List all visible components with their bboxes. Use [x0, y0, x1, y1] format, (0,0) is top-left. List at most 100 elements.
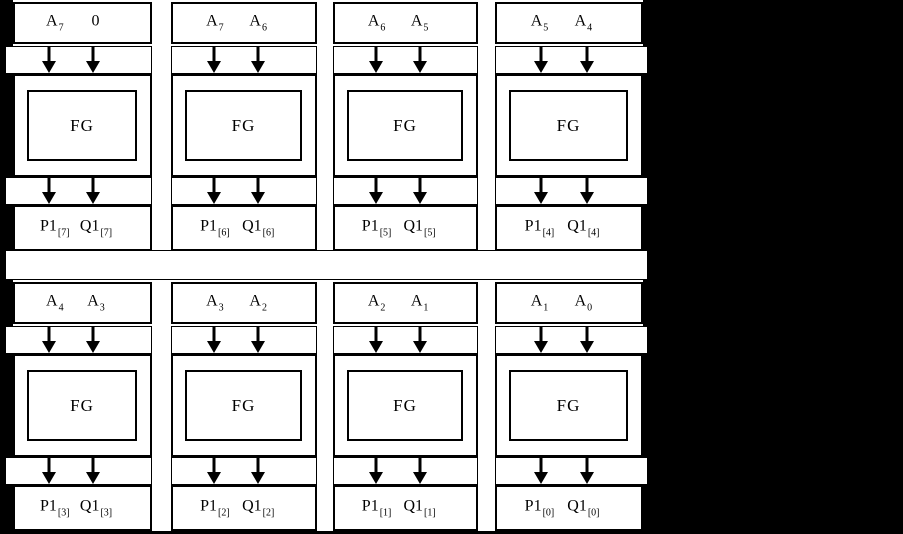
- fg-gate-cell: A1 A0 FG P1[0] Q1[0]: [495, 280, 648, 531]
- arrow-band: [333, 326, 478, 354]
- fg-gate-inner-box: FG: [27, 370, 137, 441]
- down-arrow-icon: [369, 178, 384, 204]
- down-arrow-icon: [369, 47, 384, 73]
- output-signal-label: Q1[3]: [79, 497, 113, 519]
- input-signal-label: A2: [249, 292, 267, 314]
- fg-gate-cell: A3 A2 FG P1[2] Q1[2]: [171, 280, 317, 531]
- down-arrow-icon: [207, 47, 222, 73]
- down-arrow-icon: [579, 327, 594, 353]
- down-arrow-icon: [207, 327, 222, 353]
- input-signal-label: A4: [574, 12, 593, 34]
- fg-gate-label: FG: [556, 395, 581, 415]
- fg-gate-label: FG: [70, 115, 94, 135]
- fg-gate-box: FG: [333, 354, 478, 457]
- output-signal-label: Q1[5]: [403, 217, 436, 239]
- output-label-box: P1[2] Q1[2]: [171, 485, 317, 531]
- input-label-box: A5 A4: [495, 2, 643, 44]
- input-signal-label: A5: [410, 12, 429, 34]
- arrow-band: [495, 177, 648, 205]
- down-arrow-icon: [207, 178, 222, 204]
- output-label-box: P1[7] Q1[7]: [13, 205, 152, 251]
- down-arrow-icon: [41, 178, 56, 204]
- input-label-box: A3 A2: [171, 282, 317, 324]
- fg-gate-cell: A5 A4 FG P1[4] Q1[4]: [495, 0, 648, 251]
- output-signal-label: P1[2]: [200, 497, 230, 519]
- output-signal-label: Q1[0]: [567, 497, 600, 519]
- output-signal-label: P1[0]: [524, 497, 555, 519]
- input-signal-label: A6: [367, 12, 386, 34]
- input-label-box: A7 0: [13, 2, 152, 44]
- fg-gate-label: FG: [556, 115, 581, 135]
- fg-gate-inner-box: FG: [27, 90, 137, 161]
- fg-gate-box: FG: [171, 354, 317, 457]
- down-arrow-icon: [207, 458, 222, 484]
- fg-gate-inner-box: FG: [185, 90, 302, 161]
- output-signal-label: P1[5]: [361, 217, 392, 239]
- fg-gate-inner-box: FG: [185, 370, 302, 441]
- output-signal-label: P1[4]: [524, 217, 555, 239]
- fg-gate-cell: A6 A5 FG P1[5] Q1[5]: [333, 0, 478, 251]
- down-arrow-icon: [412, 178, 427, 204]
- arrow-band: [495, 457, 648, 485]
- arrow-band: [495, 326, 648, 354]
- input-signal-label: A6: [249, 12, 267, 34]
- output-label-box: P1[1] Q1[1]: [333, 485, 478, 531]
- fg-gate-box: FG: [13, 354, 152, 457]
- output-label-box: P1[0] Q1[0]: [495, 485, 643, 531]
- input-signal-label: A7: [206, 12, 224, 34]
- input-label-box: A7 A6: [171, 2, 317, 44]
- down-arrow-icon: [86, 47, 100, 73]
- output-signal-label: P1[6]: [200, 217, 230, 239]
- down-arrow-icon: [579, 47, 594, 73]
- down-arrow-icon: [251, 327, 266, 353]
- arrow-band: [5, 177, 152, 205]
- output-label-box: P1[4] Q1[4]: [495, 205, 643, 251]
- fg-gate-box: FG: [495, 74, 643, 177]
- inter-row-strip: [5, 250, 648, 280]
- output-label-box: P1[5] Q1[5]: [333, 205, 478, 251]
- down-arrow-icon: [369, 458, 384, 484]
- arrow-band: [5, 457, 152, 485]
- down-arrow-icon: [533, 178, 548, 204]
- down-arrow-icon: [533, 458, 548, 484]
- down-arrow-icon: [412, 47, 427, 73]
- input-label-box: A1 A0: [495, 282, 643, 324]
- fg-gate-label: FG: [70, 395, 94, 415]
- output-signal-label: Q1[1]: [403, 497, 436, 519]
- down-arrow-icon: [41, 458, 56, 484]
- fg-gate-inner-box: FG: [509, 370, 628, 441]
- output-label-box: P1[3] Q1[3]: [13, 485, 152, 531]
- fg-gate-box: FG: [333, 74, 478, 177]
- fg-gate-cell: A2 A1 FG P1[1] Q1[1]: [333, 280, 478, 531]
- fg-gate-inner-box: FG: [509, 90, 628, 161]
- input-signal-label: A4: [46, 292, 64, 314]
- input-signal-label: A2: [367, 292, 386, 314]
- arrow-band: [171, 326, 317, 354]
- input-signal-label: A3: [206, 292, 224, 314]
- down-arrow-icon: [533, 327, 548, 353]
- arrow-band: [5, 46, 152, 74]
- down-arrow-icon: [412, 327, 427, 353]
- input-label-box: A2 A1: [333, 282, 478, 324]
- input-signal-label: A1: [410, 292, 429, 314]
- fg-gate-inner-box: FG: [347, 370, 463, 441]
- input-signal-label: A5: [530, 12, 549, 34]
- down-arrow-icon: [41, 327, 56, 353]
- fg-gate-label: FG: [231, 115, 256, 135]
- arrow-band: [333, 177, 478, 205]
- down-arrow-icon: [412, 458, 427, 484]
- down-arrow-icon: [86, 178, 100, 204]
- fg-gate-box: FG: [495, 354, 643, 457]
- down-arrow-icon: [251, 47, 266, 73]
- output-signal-label: Q1[7]: [79, 217, 113, 239]
- down-arrow-icon: [86, 327, 100, 353]
- down-arrow-icon: [579, 458, 594, 484]
- output-label-box: P1[6] Q1[6]: [171, 205, 317, 251]
- down-arrow-icon: [41, 47, 56, 73]
- down-arrow-icon: [369, 327, 384, 353]
- fg-gate-label: FG: [393, 115, 417, 135]
- arrow-band: [495, 46, 648, 74]
- output-signal-label: P1[7]: [40, 217, 70, 239]
- output-signal-label: Q1[2]: [242, 497, 275, 519]
- fg-gate-label: FG: [231, 395, 256, 415]
